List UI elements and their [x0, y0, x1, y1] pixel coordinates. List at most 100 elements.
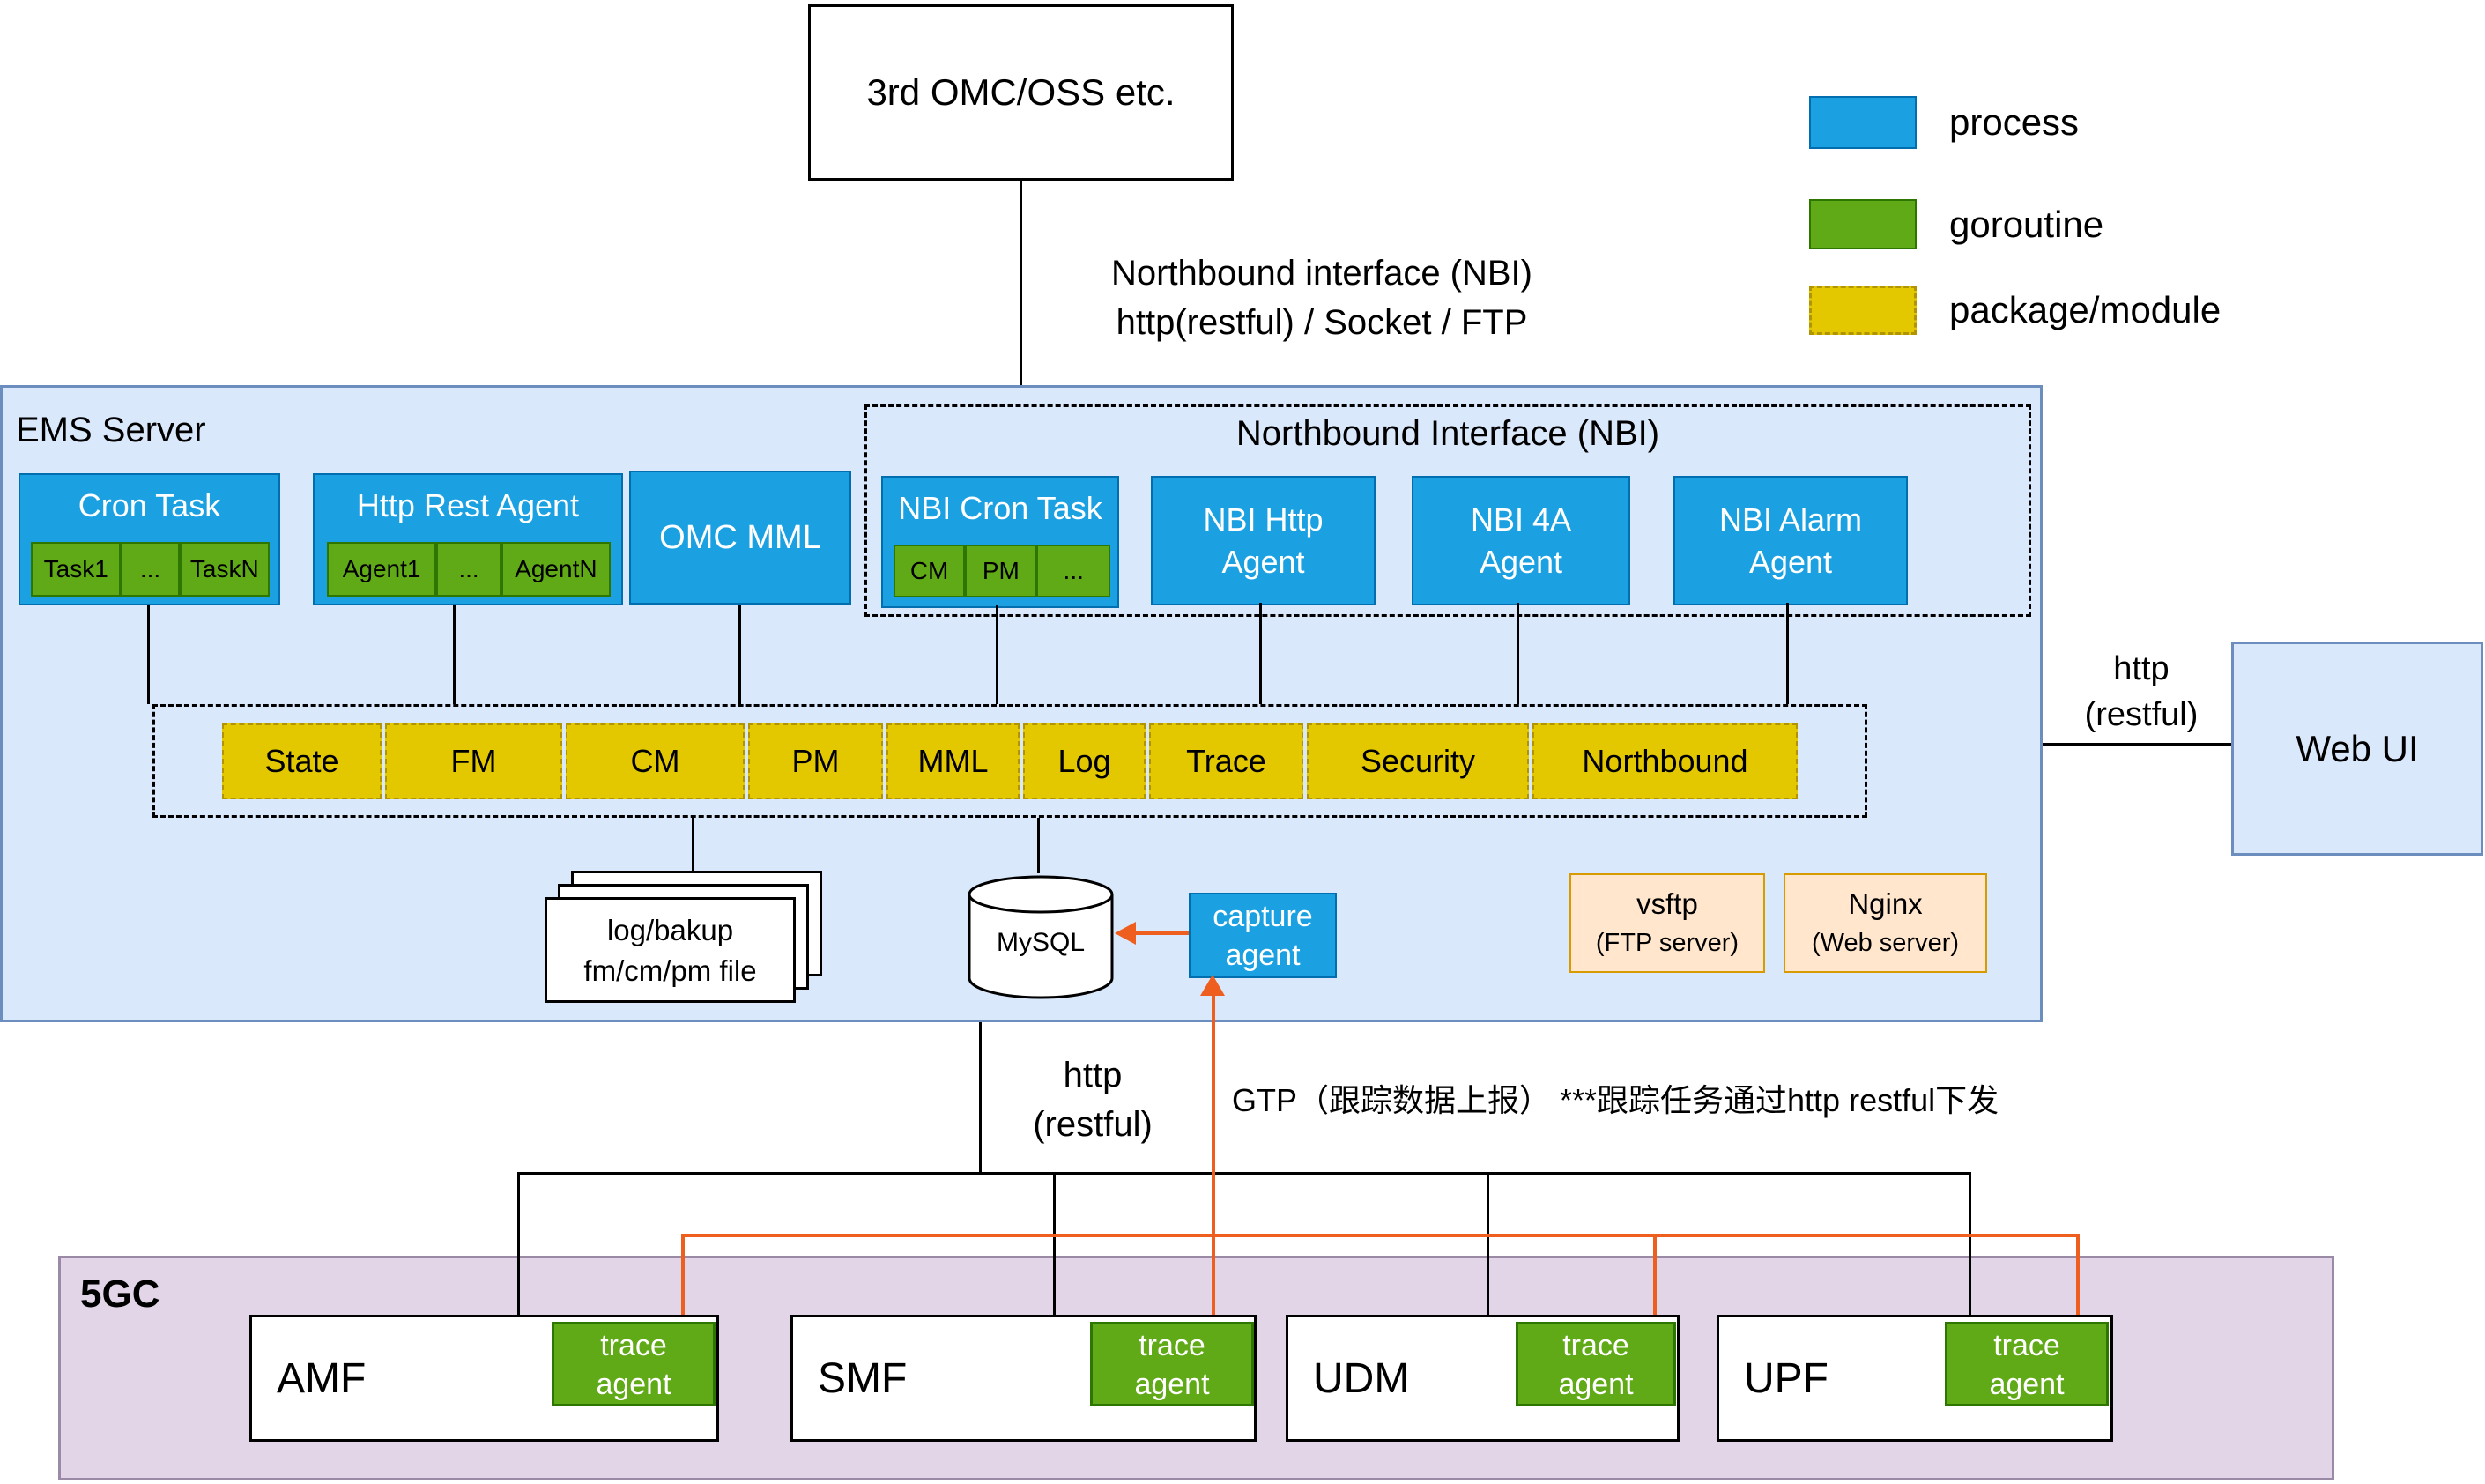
connector-south-bus: [517, 1172, 1971, 1175]
legend-package-swatch: [1809, 286, 1917, 335]
trace-agent-line1: trace: [1993, 1329, 2060, 1362]
connector-bus-amf: [517, 1172, 520, 1315]
module-log: Log: [1023, 723, 1146, 799]
trace-agent-line2: agent: [596, 1368, 671, 1401]
nbi-http-agent-box: NBI Http Agent: [1151, 476, 1376, 605]
trace-agent-udm: trace agent: [1516, 1322, 1676, 1406]
module-row: State FM CM PM MML Log Trace Security No…: [222, 723, 1798, 799]
module-layer-container: State FM CM PM MML Log Trace Security No…: [152, 704, 1867, 818]
capture-agent-line2: agent: [1225, 939, 1301, 972]
nginx-line2: (Web server): [1811, 928, 1960, 957]
trace-agent-line1: trace: [1562, 1329, 1629, 1362]
south-http-label: http (restful): [996, 1050, 1190, 1149]
nbi-cron-task-chips: CM PM ...: [894, 545, 1110, 597]
connector-nbicron-modules: [996, 605, 998, 704]
webui-link-line2: (restful): [2084, 696, 2199, 733]
gtp-note: GTP（跟踪数据上报） ***跟踪任务通过http restful下发: [1232, 1082, 1999, 1118]
connector-nbihttp-modules: [1259, 603, 1262, 704]
cron-task-title: Cron Task: [78, 487, 221, 523]
trace-agent-line2: agent: [1134, 1368, 1210, 1401]
agent-chip: ...: [436, 542, 501, 597]
orange-line-amf: [681, 1234, 685, 1322]
module-state: State: [222, 723, 382, 799]
connector-nbialarm-modules: [1786, 603, 1789, 704]
orange-line-upf: [2076, 1234, 2080, 1322]
connector-cron-modules: [147, 605, 150, 704]
trace-agent-line1: trace: [600, 1329, 667, 1362]
connector-modules-files: [692, 818, 694, 872]
core-5gc-title: 5GC: [80, 1273, 160, 1316]
nbi-chip: CM: [894, 545, 966, 597]
orange-line-smf-capture: [1212, 994, 1215, 1322]
legend-process-swatch: [1809, 96, 1917, 149]
connector-bus-udm: [1487, 1172, 1489, 1315]
module-pm: PM: [748, 723, 883, 799]
nbi-cron-task-box: NBI Cron Task CM PM ...: [881, 476, 1119, 608]
legend-goroutine-swatch: [1809, 199, 1917, 249]
node-upf-label: UPF: [1744, 1354, 1829, 1402]
nbi-link-line2: http(restful) / Socket / FTP: [1116, 303, 1528, 342]
orange-trace-bus: [681, 1234, 2080, 1237]
connector-bus-upf: [1969, 1172, 1971, 1315]
webui-link-line1: http: [2113, 650, 2170, 687]
task-chip: ...: [121, 542, 180, 597]
legend-process-label: process: [1949, 101, 2080, 143]
legend-goroutine-label: goroutine: [1949, 203, 2104, 245]
trace-agent-line2: agent: [1989, 1368, 2065, 1401]
ems-server-container: EMS Server Cron Task Task1 ... TaskN Htt…: [0, 385, 2043, 1022]
omc-oss-label: 3rd OMC/OSS etc.: [866, 71, 1176, 113]
file-stack-line2: fm/cm/pm file: [583, 954, 757, 987]
mysql-label: MySQL: [996, 928, 1086, 957]
trace-agent-line1: trace: [1139, 1329, 1205, 1362]
connector-omcmml-modules: [738, 605, 741, 704]
nbi-alarm-agent-box: NBI Alarm Agent: [1673, 476, 1908, 605]
http-rest-agent-chips: Agent1 ... AgentN: [327, 542, 611, 597]
file-sheet-front: log/bakup fm/cm/pm file: [545, 897, 796, 1003]
webui-label: Web UI: [2296, 727, 2419, 769]
module-security: Security: [1307, 723, 1529, 799]
capture-agent-box: capture agent: [1189, 893, 1337, 978]
trace-agent-amf: trace agent: [552, 1322, 716, 1406]
webui-box: Web UI: [2231, 642, 2483, 856]
nginx-line1: Nginx: [1848, 887, 1923, 920]
nbi-4a-agent-line1: NBI 4A: [1470, 501, 1572, 538]
omc-mml-box: OMC MML: [629, 471, 851, 605]
nbi-4a-agent-line2: Agent: [1479, 543, 1563, 580]
arrow-capture-to-mysql: [1115, 922, 1136, 945]
omc-mml-title: OMC MML: [659, 518, 821, 556]
vsftp-line1: vsftp: [1636, 887, 1698, 920]
trace-agent-upf: trace agent: [1945, 1322, 2109, 1406]
vsftp-box: vsftp (FTP server): [1569, 873, 1765, 973]
nbi-chip: PM: [965, 545, 1037, 597]
http-rest-agent-title: Http Rest Agent: [356, 487, 580, 523]
module-trace: Trace: [1149, 723, 1303, 799]
ems-server-title: EMS Server: [16, 411, 206, 449]
nbi-http-agent-line1: NBI Http: [1203, 501, 1324, 538]
nginx-box: Nginx (Web server): [1784, 873, 1987, 973]
nbi-alarm-agent-line1: NBI Alarm: [1718, 501, 1863, 538]
node-udm-label: UDM: [1313, 1354, 1410, 1402]
node-amf-label: AMF: [277, 1354, 367, 1402]
module-northbound: Northbound: [1532, 723, 1798, 799]
south-http-line1: http: [1063, 1056, 1123, 1094]
omc-oss-box: 3rd OMC/OSS etc.: [808, 4, 1234, 181]
nbi-http-agent-line2: Agent: [1221, 543, 1305, 580]
south-http-line2: (restful): [1033, 1105, 1153, 1144]
nbi-link-line1: Northbound interface (NBI): [1110, 254, 1532, 293]
cron-task-chips: Task1 ... TaskN: [31, 542, 270, 597]
module-fm: FM: [385, 723, 562, 799]
connector-ems-south: [979, 1022, 982, 1172]
nbi-chip: ...: [1036, 545, 1110, 597]
http-rest-agent-box: Http Rest Agent Agent1 ... AgentN: [313, 473, 623, 605]
node-smf-label: SMF: [818, 1354, 908, 1402]
nbi-cron-task-title: NBI Cron Task: [898, 490, 1102, 526]
nbi-alarm-agent-line2: Agent: [1748, 543, 1833, 580]
orange-line-capture-mysql: [1136, 931, 1189, 935]
connector-modules-mysql: [1037, 818, 1040, 873]
connector-httprest-modules: [453, 605, 456, 704]
orange-line-udm: [1653, 1234, 1657, 1322]
connector-omc-to-ems: [1020, 181, 1022, 385]
nbi-4a-agent-box: NBI 4A Agent: [1412, 476, 1630, 605]
webui-link-label: http (restful): [2053, 646, 2229, 738]
